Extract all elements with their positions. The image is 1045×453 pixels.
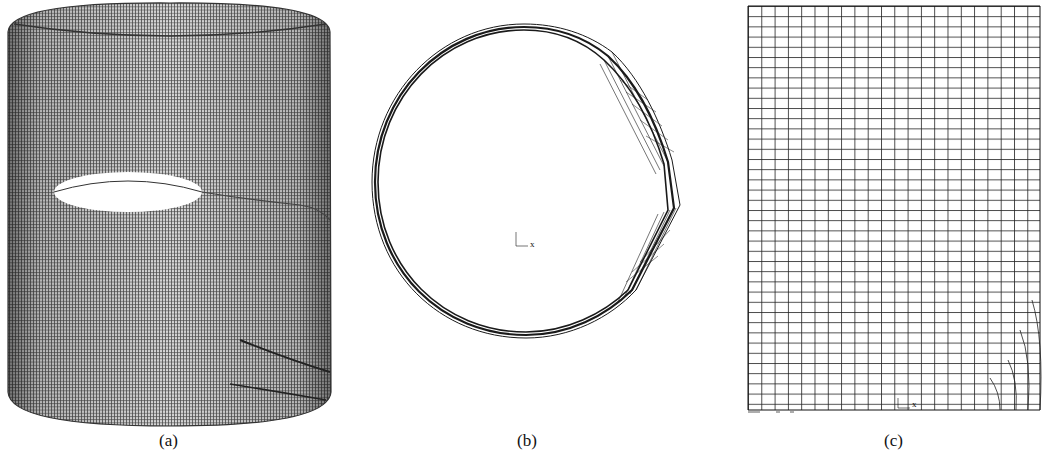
panel-label: (a) bbox=[159, 431, 178, 451]
cross-section bbox=[372, 24, 680, 338]
panel-label: (c) bbox=[884, 431, 903, 451]
panel-label: (b) bbox=[517, 431, 537, 451]
cylinder-mesh bbox=[0, 0, 340, 430]
axis-label: x bbox=[912, 399, 917, 409]
side-mesh bbox=[748, 6, 1041, 412]
axis-label: x bbox=[530, 239, 535, 249]
